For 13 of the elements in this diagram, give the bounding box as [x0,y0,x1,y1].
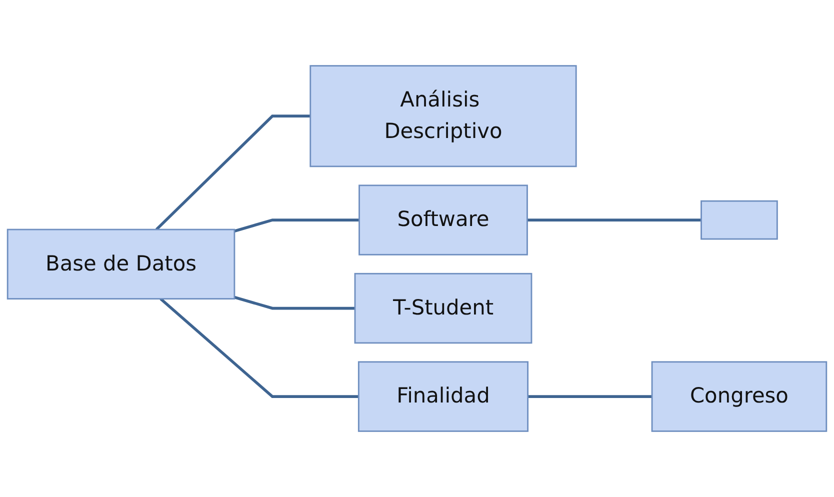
node-box [700,200,778,240]
connector [155,114,310,231]
node-box: Base de Datos [6,228,236,300]
node-box: Finalidad [358,361,529,432]
connector [160,298,359,398]
node-box: Congreso [651,361,828,432]
connector [234,218,360,232]
connector [528,395,652,398]
node-box: Software [358,184,528,256]
node-box: Análisis Descriptivo [310,65,577,168]
connector [234,296,355,310]
node-box: T-Student [354,272,532,344]
connector [527,218,702,222]
